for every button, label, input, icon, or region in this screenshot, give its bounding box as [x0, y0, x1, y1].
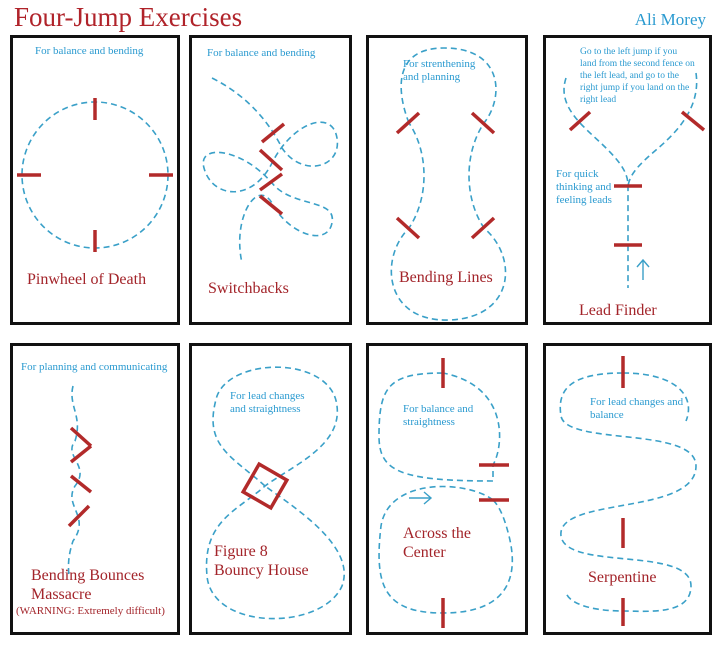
switchbacks-diagram	[202, 77, 339, 264]
panel-note: For lead changes and balance	[590, 396, 684, 421]
panel-note-secondary: For quick thinking and feeling leads	[556, 168, 612, 206]
panel-across-center: For balance and straightness Across the …	[366, 343, 528, 635]
panel-label: Pinwheel of Death	[27, 271, 147, 288]
panel-note: For balance and bending	[35, 45, 144, 57]
panel-bending-bounces: For planning and communicating Bending B…	[10, 343, 180, 635]
pinwheel-diagram	[17, 98, 173, 252]
panel-pinwheel: For balance and bending Pinwheel of Deat…	[10, 35, 180, 325]
panel-label: Lead Finder	[579, 302, 657, 319]
panel-label: Figure 8 Bouncy House	[214, 543, 309, 579]
panel-label: Bending Lines	[399, 269, 493, 286]
figure-8-diagram	[205, 366, 345, 620]
panel-bending-lines: For strenthening and planning Bending Li…	[366, 35, 528, 325]
panel-label: Switchbacks	[208, 280, 289, 297]
panel-label: Serpentine	[588, 569, 657, 586]
panel-note: For strenthening and planning	[403, 58, 476, 83]
bending-lines-diagram	[390, 47, 507, 321]
panel-note: For planning and communicating	[21, 361, 168, 373]
panel-label: Bending Bounces Massacre	[31, 567, 145, 603]
panel-serpentine: For lead changes and balance Serpentine	[543, 343, 712, 635]
panel-note: For lead changes and straightness	[230, 390, 305, 415]
panel-lead-finder: Go to the left jump if you land from the…	[543, 35, 712, 325]
bending-bounces-diagram	[67, 385, 93, 577]
panel-label: Across the Center	[403, 525, 471, 561]
author: Ali Morey	[634, 10, 706, 29]
warning-text: (WARNING: Extremely difficult)	[16, 605, 165, 617]
panel-note: Go to the left jump if you land from the…	[580, 47, 695, 105]
serpentine-diagram	[559, 356, 697, 626]
lead-finder-diagram	[563, 72, 706, 288]
panel-note: For balance and bending	[207, 47, 316, 59]
across-center-diagram	[378, 358, 514, 628]
panel-note: For balance and straightness	[403, 403, 474, 428]
panel-figure-8: For lead changes and straightness Figure…	[189, 343, 352, 635]
panel-switchbacks: For balance and bending Switchbacks	[189, 35, 352, 325]
page-title: Four-Jump Exercises	[14, 2, 243, 32]
